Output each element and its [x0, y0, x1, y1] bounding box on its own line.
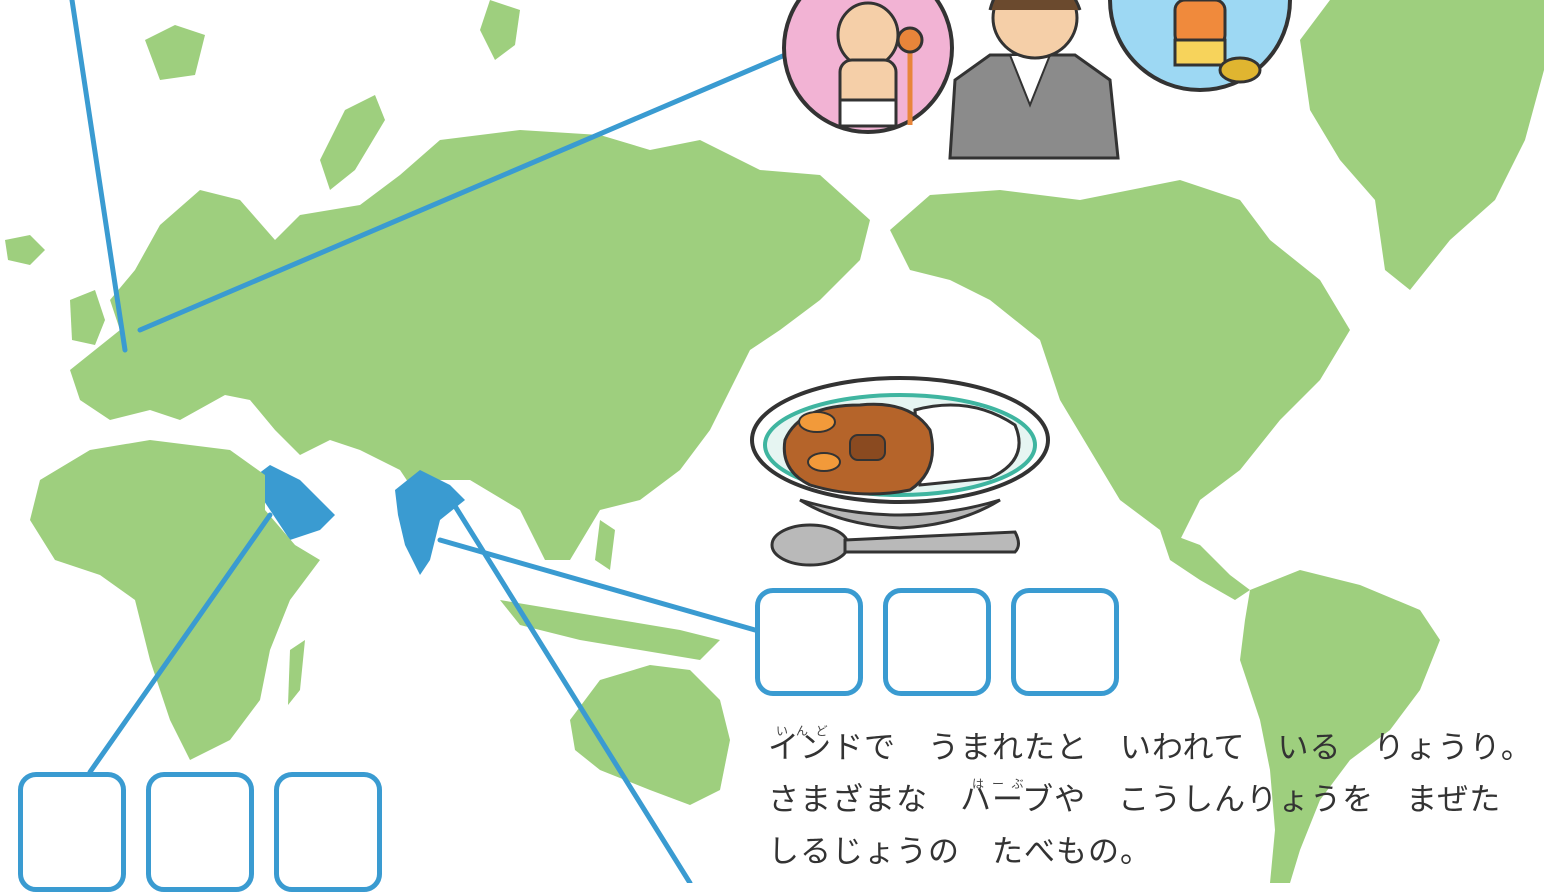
landmass-philippines: [595, 520, 615, 570]
answer-box-curry-3[interactable]: [1011, 588, 1119, 696]
furigana-herb: はーぶ: [972, 777, 1032, 791]
furigana-india: いんど: [776, 724, 836, 738]
answer-box-curry-1[interactable]: [755, 588, 863, 696]
landmass-madagascar: [288, 640, 305, 705]
landmass-svalbard: [145, 25, 205, 80]
landmass-eurasia: [70, 130, 870, 560]
answer-box-arabia-1[interactable]: [18, 772, 126, 892]
spoon-icon: [770, 523, 1020, 567]
leader-line-india-curry: [437, 537, 758, 633]
girl-portrait-icon: [1108, 0, 1292, 92]
landmass-arctic-island: [480, 0, 520, 60]
landmass-britain: [70, 290, 105, 345]
description-line-2: さまざまな ハーブや こうしんりょうを まぜた: [768, 782, 1502, 818]
leader-line-europe-top: [69, 0, 128, 353]
landmass-greenland: [1300, 0, 1544, 290]
curry-rice-icon: [750, 376, 1050, 530]
leader-line-arabia-boxes: [87, 512, 273, 775]
landmass-japan: [655, 330, 700, 440]
description-text: インドで うまれたと いわれて いる りょうり。 さまざまな ハーブや こうしん…: [768, 722, 1538, 878]
landmass-australia: [570, 665, 730, 805]
leader-lines: [69, 0, 788, 883]
landmass-novaya-zemlya: [320, 95, 385, 190]
landmass-central-america: [1160, 530, 1250, 600]
character-portrait-icon: [782, 0, 954, 134]
landmass-africa: [30, 440, 320, 760]
highlight-india: [395, 470, 465, 575]
landmass-north-america: [890, 180, 1350, 540]
description-line-1: インドで うまれたと いわれて いる りょうり。: [768, 730, 1533, 766]
highlight-arabia: [250, 465, 335, 540]
answer-box-arabia-2[interactable]: [146, 772, 254, 892]
composer-portrait-icon: [948, 0, 1120, 160]
answer-box-curry-2[interactable]: [883, 588, 991, 696]
description-line-3: しるじょうの たべもの。: [768, 834, 1152, 870]
landmass-indonesia: [500, 600, 720, 660]
leader-line-india-down: [442, 487, 693, 883]
landmass-iceland: [5, 235, 45, 265]
answer-box-arabia-3[interactable]: [274, 772, 382, 892]
leader-line-europe-characters: [137, 52, 788, 333]
landmass-south-america: [1240, 570, 1440, 883]
